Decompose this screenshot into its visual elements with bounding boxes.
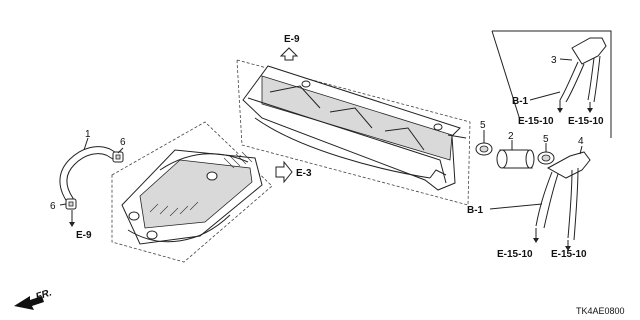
engine-cover-assembly — [236, 59, 471, 206]
ref-e1510-upper-right[interactable]: E-15-10 — [568, 116, 604, 127]
front-arrow-icon — [14, 296, 44, 310]
inset-part-3: 3 B-1 E-15-10 E-15-10 — [491, 30, 612, 138]
part-5-right-label: 5 — [543, 134, 549, 145]
ref-e1510-lower-left[interactable]: E-15-10 — [497, 249, 533, 260]
ref-e3[interactable]: E-3 — [275, 160, 312, 184]
part-3-label: 3 — [551, 55, 557, 66]
ref-e9-top-label: E-9 — [284, 34, 300, 45]
ref-e9-top[interactable]: E-9 — [279, 34, 300, 61]
ref-e1510-upper-left[interactable]: E-15-10 — [518, 116, 554, 127]
part-1-breather-hose[interactable]: 1 — [59, 129, 122, 204]
part-5-clamp-left[interactable]: 5 — [475, 120, 493, 156]
ref-b1-lower[interactable]: B-1 — [467, 205, 484, 216]
ref-b1-upper[interactable]: B-1 — [512, 96, 529, 107]
part-6-clamp-lower[interactable]: 6 — [50, 198, 77, 227]
part-6-upper-label: 6 — [120, 137, 126, 148]
ref-e1510-lower-right[interactable]: E-15-10 — [551, 249, 587, 260]
part-6-lower-label: 6 — [50, 201, 56, 212]
ref-e9-left[interactable]: E-9 — [76, 230, 92, 241]
front-direction-indicator: FR. — [14, 287, 53, 310]
part-2-label: 2 — [508, 131, 514, 142]
part-5-clamp-right[interactable]: 5 — [537, 134, 555, 165]
arrow-up-icon — [279, 47, 299, 61]
arrow-right-icon — [275, 160, 293, 184]
part-5-left-label: 5 — [480, 120, 486, 131]
intake-manifold-assembly — [111, 121, 273, 263]
front-label: FR. — [35, 287, 54, 302]
cover-dashed-outline — [236, 59, 471, 206]
diagram-code: TK4AE0800 — [576, 306, 625, 316]
part-6-clamp-upper[interactable]: 6 — [112, 137, 126, 163]
part-3-pipe-assembly[interactable]: 3 — [529, 37, 607, 113]
part-4-pipe-assembly[interactable]: 4 — [489, 136, 591, 251]
part-4-label: 4 — [578, 136, 584, 147]
part-1-label: 1 — [85, 129, 91, 140]
manifold-dashed-outline — [111, 121, 273, 263]
ref-e3-label: E-3 — [296, 168, 312, 179]
part-2-connector-tube[interactable]: 2 — [496, 131, 535, 169]
